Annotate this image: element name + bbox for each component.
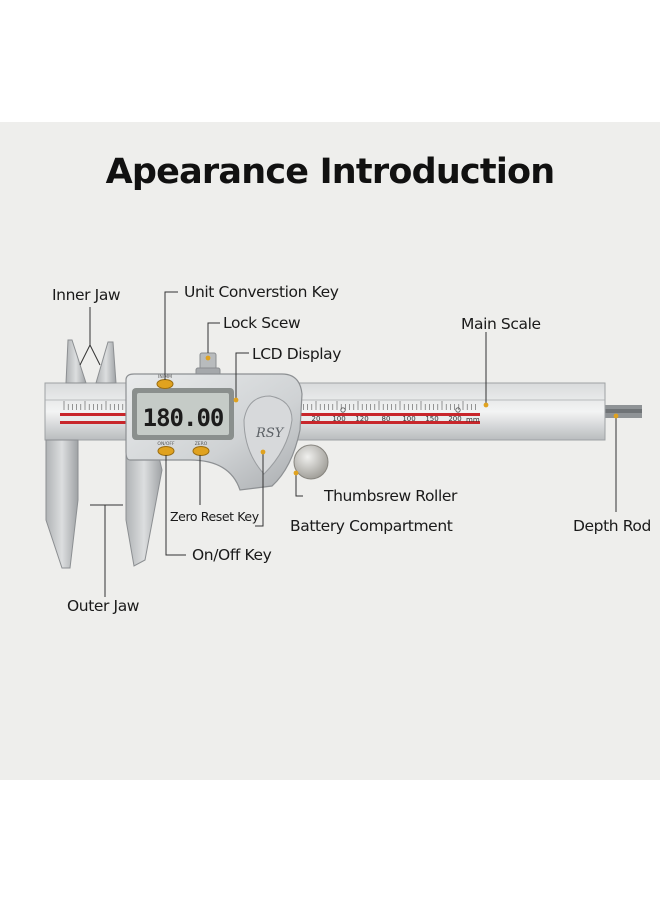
zero-button-text: ZERO bbox=[195, 441, 208, 447]
label-zero-reset-key: Zero Reset Key bbox=[170, 509, 259, 524]
thumbscrew-roller bbox=[293, 444, 329, 480]
battery-compartment bbox=[243, 395, 293, 475]
inner-jaw-sliding bbox=[95, 341, 117, 384]
inner-jaw-fixed bbox=[65, 339, 87, 384]
outer-jaw-fixed bbox=[45, 439, 79, 569]
background-panel bbox=[0, 122, 660, 780]
label-unit-conversion-key: Unit Converstion Key bbox=[184, 283, 339, 301]
callout-dots bbox=[162, 355, 619, 476]
scale-tick-label: 120 bbox=[355, 415, 368, 423]
label-main-scale: Main Scale bbox=[461, 315, 541, 333]
label-outer-jaw: Outer Jaw bbox=[67, 597, 140, 615]
scale-tick-label: 80 bbox=[382, 415, 391, 423]
scale-unit: mm bbox=[466, 416, 480, 424]
scale-tick-labels: 20 100 120 80 100 150 200 bbox=[312, 415, 462, 423]
zero-reset-button[interactable] bbox=[192, 446, 210, 456]
label-onoff-key: On/Off Key bbox=[192, 546, 272, 564]
scale-tick-label: 150 bbox=[425, 415, 438, 423]
label-depth-rod: Depth Rod bbox=[573, 517, 651, 535]
label-lcd-display: LCD Display bbox=[252, 345, 342, 363]
label-inner-jaw: Inner Jaw bbox=[52, 286, 121, 304]
label-battery-compartment: Battery Compartment bbox=[290, 517, 453, 535]
onoff-button[interactable] bbox=[157, 446, 175, 456]
scale-tick-label: 200 bbox=[448, 415, 461, 423]
scale-tick-label: 100 bbox=[402, 415, 415, 423]
scale-tick-label: 20 bbox=[312, 415, 321, 423]
page-title: Apearance Introduction bbox=[105, 152, 556, 192]
onoff-button-text: ON/OFF bbox=[157, 441, 175, 447]
brand-logo: RSY bbox=[255, 426, 285, 441]
callout-lines bbox=[79, 291, 617, 597]
lcd-reading: 180.00 bbox=[143, 404, 224, 432]
label-lock-screw: Lock Scew bbox=[223, 314, 301, 332]
label-thumbscrew-roller: Thumbsrew Roller bbox=[324, 487, 457, 505]
scale-tick-label: 100 bbox=[332, 415, 345, 423]
